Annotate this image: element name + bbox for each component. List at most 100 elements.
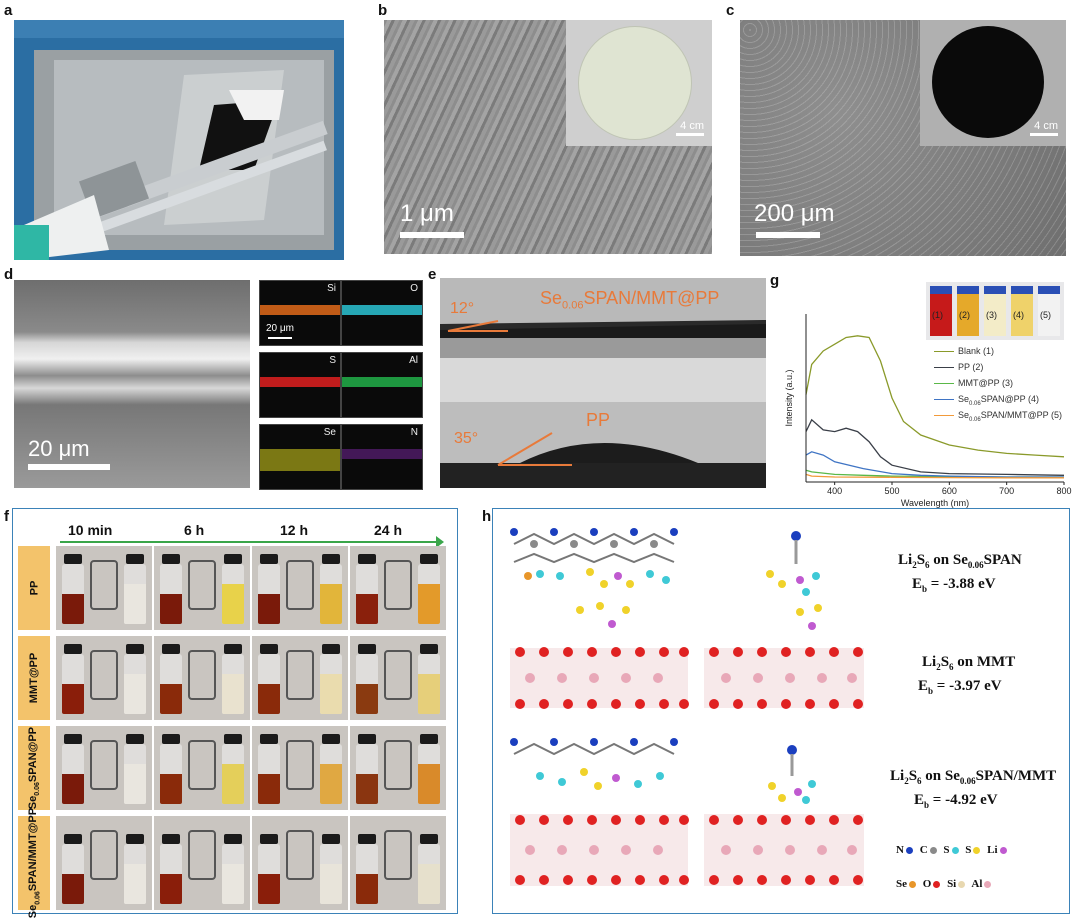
structure-mmt-2 [704, 604, 864, 709]
contact-angle-images: 12° Se0.06SPAN/MMT@PP 35° PP [440, 278, 766, 488]
dft-title-3: Li2S6 on Se0.06SPAN/MMT [890, 768, 1057, 786]
o-atom-icon [933, 880, 941, 888]
vial [356, 644, 378, 714]
sem-image-pp-surface: 4 cm 1 μm [384, 20, 712, 254]
dft-energy-2: Eb = -3.97 eV [918, 678, 1002, 696]
top-sample-label: Se0.06SPAN/MMT@PP [540, 288, 720, 312]
x-tick-label: 500 [884, 486, 899, 496]
eds-map-se: Se [259, 424, 341, 490]
eds-band [342, 305, 422, 315]
vial [258, 644, 280, 714]
h-cell-clamp [384, 650, 412, 700]
scale-bar [28, 464, 110, 470]
panel-label-b: b [378, 2, 388, 19]
vial-4 [1011, 286, 1033, 336]
series-line-4 [805, 451, 1064, 478]
time-header: 10 min 6 h 12 h 24 h [60, 522, 444, 548]
legend-entry-sespan-mmt-pp: Se0.06SPAN/MMT@PP (5) [934, 410, 1062, 423]
vial-label: (5) [1040, 310, 1051, 320]
h-cell-clamp [188, 560, 216, 610]
panel-label-h: h [482, 508, 492, 525]
h-cell-clamp [188, 830, 216, 880]
vial [124, 644, 146, 714]
eds-map-n: N [341, 424, 423, 490]
coated-film-disc [932, 26, 1044, 138]
legend-entry-blank: Blank (1) [934, 346, 994, 356]
dft-title-2: Li2S6 on MMT [922, 654, 1016, 672]
inset-scale-bar [676, 133, 704, 136]
si-atom-icon [958, 880, 966, 888]
scale-bar [400, 232, 464, 238]
structure-mmt [510, 602, 689, 709]
dft-energy-3: Eb = -4.92 eV [914, 792, 998, 810]
vial [258, 734, 280, 804]
vial-photo-cell [154, 636, 250, 720]
row-label-mmt-pp: MMT@PP [18, 636, 50, 720]
eds-element-label: Al [409, 355, 418, 366]
vial [160, 554, 182, 624]
atom-legend-row-1: N C S S Li [896, 844, 1011, 856]
vial-2 [957, 286, 979, 336]
vial-photo-cell [56, 546, 152, 630]
c-atom-icon [929, 846, 937, 854]
s-yellow-atom-icon [973, 846, 981, 854]
h-cell-clamp [90, 560, 118, 610]
top-contact-angle: 12° [450, 300, 475, 317]
inset-scale-text: 4 cm [1034, 120, 1058, 132]
vial-photo-cell [56, 726, 152, 810]
h-cell-clamp [188, 650, 216, 700]
vial [124, 554, 146, 624]
vial-label: (1) [932, 310, 943, 320]
panel-label-c: c [726, 2, 735, 19]
eds-scale-text: 20 μm [266, 323, 294, 334]
vial [124, 734, 146, 804]
eds-element-label: N [410, 427, 418, 438]
vial-label: (4) [1013, 310, 1024, 320]
s-cyan-atom-icon [951, 846, 959, 854]
h-cell-clamp [286, 560, 314, 610]
sem-cross-section: 20 μm [14, 280, 250, 488]
al-atom-icon [984, 880, 992, 888]
cluster-li2s6-free [766, 531, 820, 596]
row-label-sespan-pp: Se0.06SPAN@PP [18, 726, 50, 810]
col-header-10min: 10 min [68, 522, 113, 538]
vial [160, 644, 182, 714]
vial [62, 644, 84, 714]
bottom-sample-label: PP [586, 410, 611, 430]
eds-band [342, 377, 422, 387]
panel-label-e: e [428, 266, 437, 283]
eds-band [260, 377, 340, 387]
vial [356, 554, 378, 624]
vial-photo-cell [154, 546, 250, 630]
vial [160, 834, 182, 904]
col-header-6h: 6 h [184, 522, 205, 538]
x-tick-label: 600 [942, 486, 957, 496]
row-label-sespan-mmt-pp: Se0.06SPAN/MMT@PP [18, 808, 50, 918]
panel-label-d: d [4, 266, 14, 283]
vial [320, 644, 342, 714]
vial [320, 834, 342, 904]
vial-photo-cell [350, 636, 446, 720]
legend-entry-pp: PP (2) [934, 362, 983, 372]
eds-band [260, 449, 340, 471]
panel-label-g: g [770, 272, 780, 289]
vial-photo-cell [56, 816, 152, 910]
vial-label: (2) [959, 310, 970, 320]
dft-title-1: Li2S6 on Se0.06SPAN [898, 552, 1022, 570]
vial-5 [1038, 286, 1060, 336]
vial [160, 734, 182, 804]
vial [258, 834, 280, 904]
vial [62, 834, 84, 904]
col-header-12h: 12 h [280, 522, 309, 538]
vial-photo-cell [56, 636, 152, 720]
vial-photo-cell [252, 726, 348, 810]
row-label-pp: PP [18, 546, 50, 630]
h-cell-clamp [286, 650, 314, 700]
structure-sespan-mmt-2 [704, 745, 864, 886]
sem-image-coated-surface: 4 cm 200 μm [740, 20, 1066, 256]
time-arrow [60, 541, 438, 543]
eds-map-al: Al [341, 352, 423, 418]
vial-photo-cell [252, 816, 348, 910]
photo-coating-apparatus [14, 20, 344, 260]
